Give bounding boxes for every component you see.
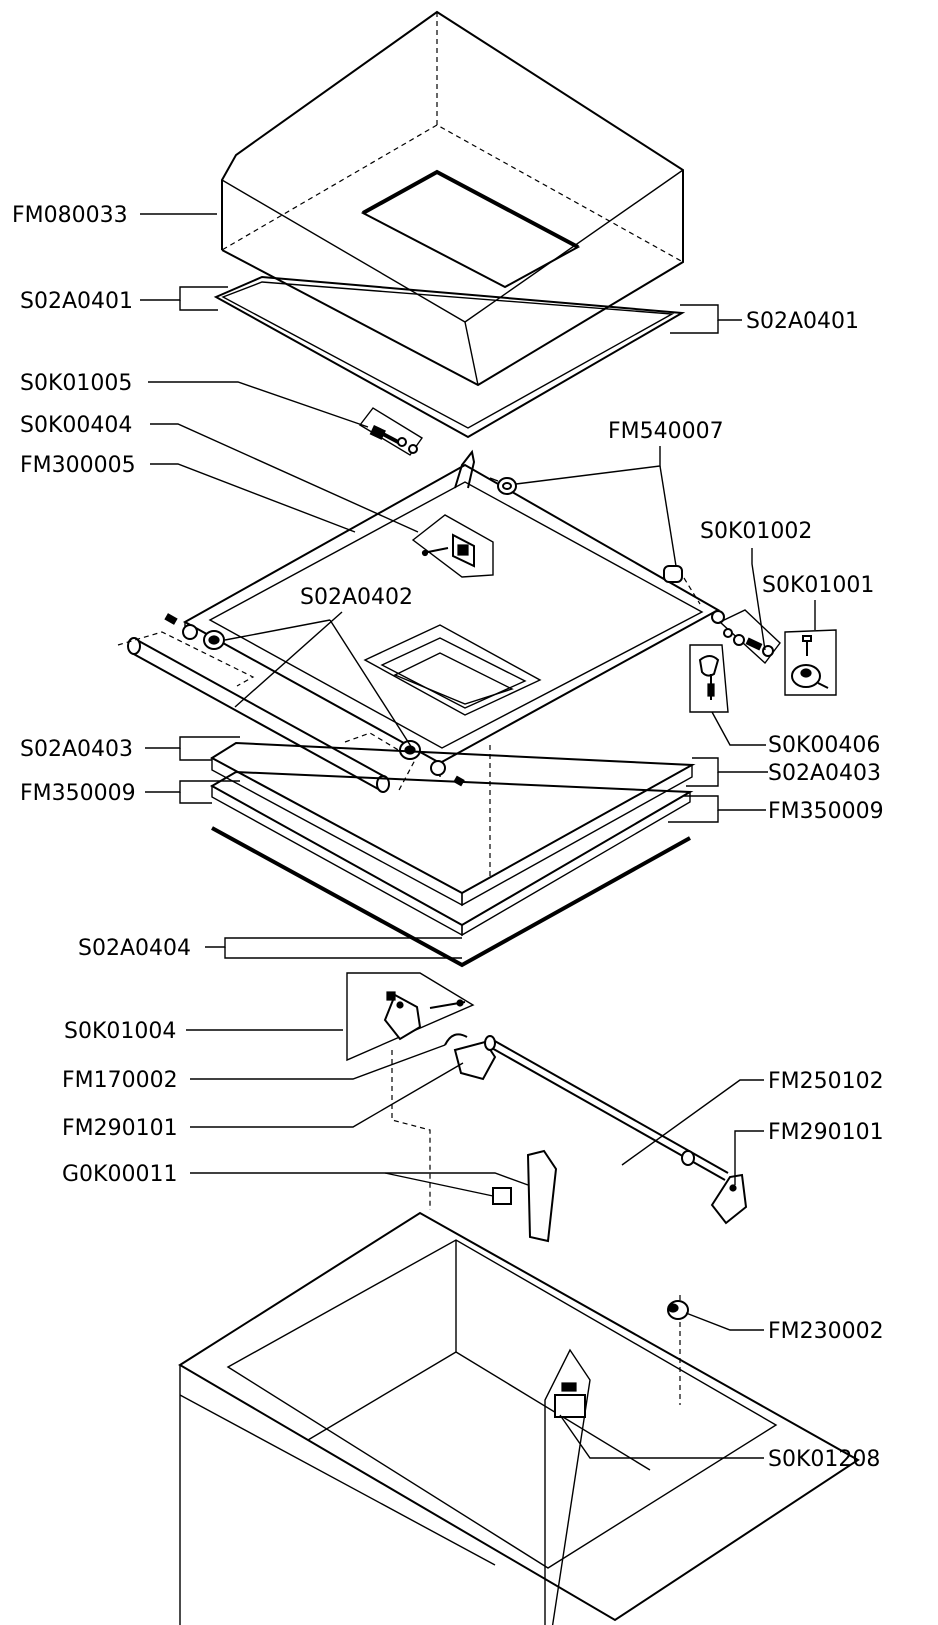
label-fm350009-right: FM350009 [768, 799, 884, 824]
bearings-s02a0402 [164, 613, 465, 787]
hinge-rod [117, 631, 416, 793]
fastener-set-s0k01005 [358, 407, 424, 456]
label-s0k00404: S0K00404 [20, 413, 132, 438]
label-s0k01001: S0K01001 [762, 573, 874, 598]
label-s0k01005: S0K01005 [20, 371, 132, 396]
label-s02a0401-right: S02A0401 [746, 309, 859, 334]
bracket-s0k00404 [411, 514, 494, 578]
label-fm350009-left: FM350009 [20, 781, 136, 806]
label-fm290101-left: FM290101 [62, 1116, 178, 1141]
fastener-set-s0k01002 [718, 609, 781, 665]
label-g0k00011: G0K00011 [62, 1162, 177, 1187]
label-fm540007: FM540007 [608, 419, 724, 444]
label-fm300005: FM300005 [20, 453, 136, 478]
label-s02a0404: S02A0404 [78, 936, 191, 961]
lid-frame [182, 449, 725, 777]
label-fm080033: FM080033 [12, 203, 128, 228]
label-s0k01208: S0K01208 [768, 1447, 880, 1472]
hood-cover [221, 10, 684, 387]
label-s02a0403-right: S02A0403 [768, 761, 881, 786]
label-s0k00406: S0K00406 [768, 733, 880, 758]
label-fm250102: FM250102 [768, 1069, 884, 1094]
label-fm290101-right: FM290101 [768, 1120, 884, 1145]
label-fm230002: FM230002 [768, 1319, 884, 1344]
bushes-fm540007 [489, 477, 701, 605]
label-fm170002: FM170002 [62, 1068, 178, 1093]
label-s0k01002: S0K01002 [700, 519, 812, 544]
machine-base [178, 1211, 860, 1625]
label-s02a0402: S02A0402 [300, 585, 413, 610]
knob-s0k01001 [784, 629, 837, 696]
seal-stack [209, 741, 696, 968]
latch-s0k00406 [689, 644, 729, 713]
lid-gasket [213, 275, 686, 439]
label-s02a0403-left: S02A0403 [20, 737, 133, 762]
label-s0k01004: S0K01004 [64, 1019, 176, 1044]
leader-lines [140, 213, 816, 1459]
lower-mechanism [346, 972, 748, 1243]
part-labels: FM080033 S02A0401 S02A0401 S0K01005 S0K0… [12, 203, 884, 1472]
inner-frame [363, 624, 542, 880]
label-s02a0401-left: S02A0401 [20, 289, 133, 314]
